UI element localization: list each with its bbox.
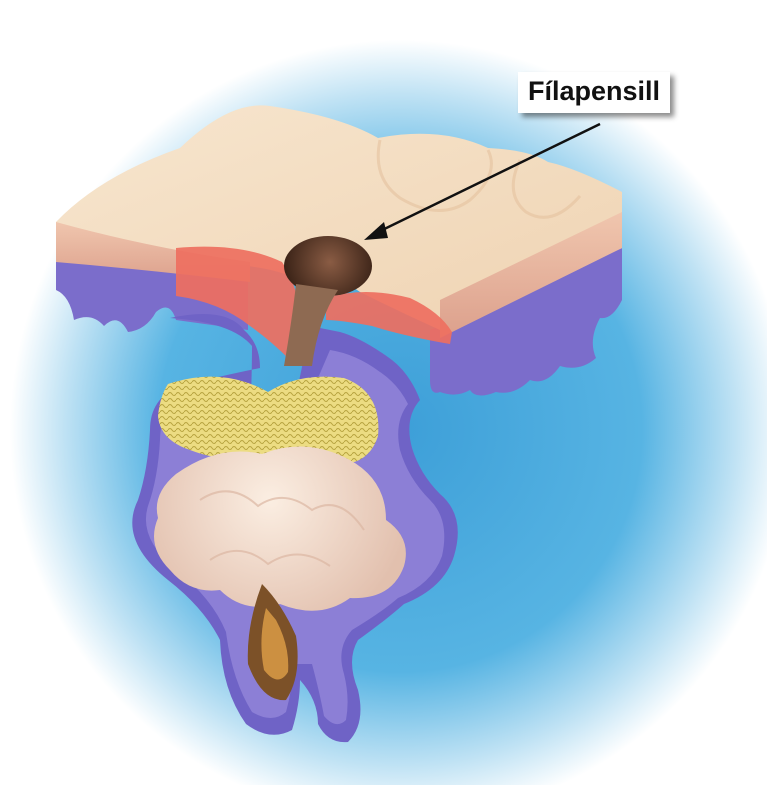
callout-label: Fílapensill	[518, 72, 670, 113]
